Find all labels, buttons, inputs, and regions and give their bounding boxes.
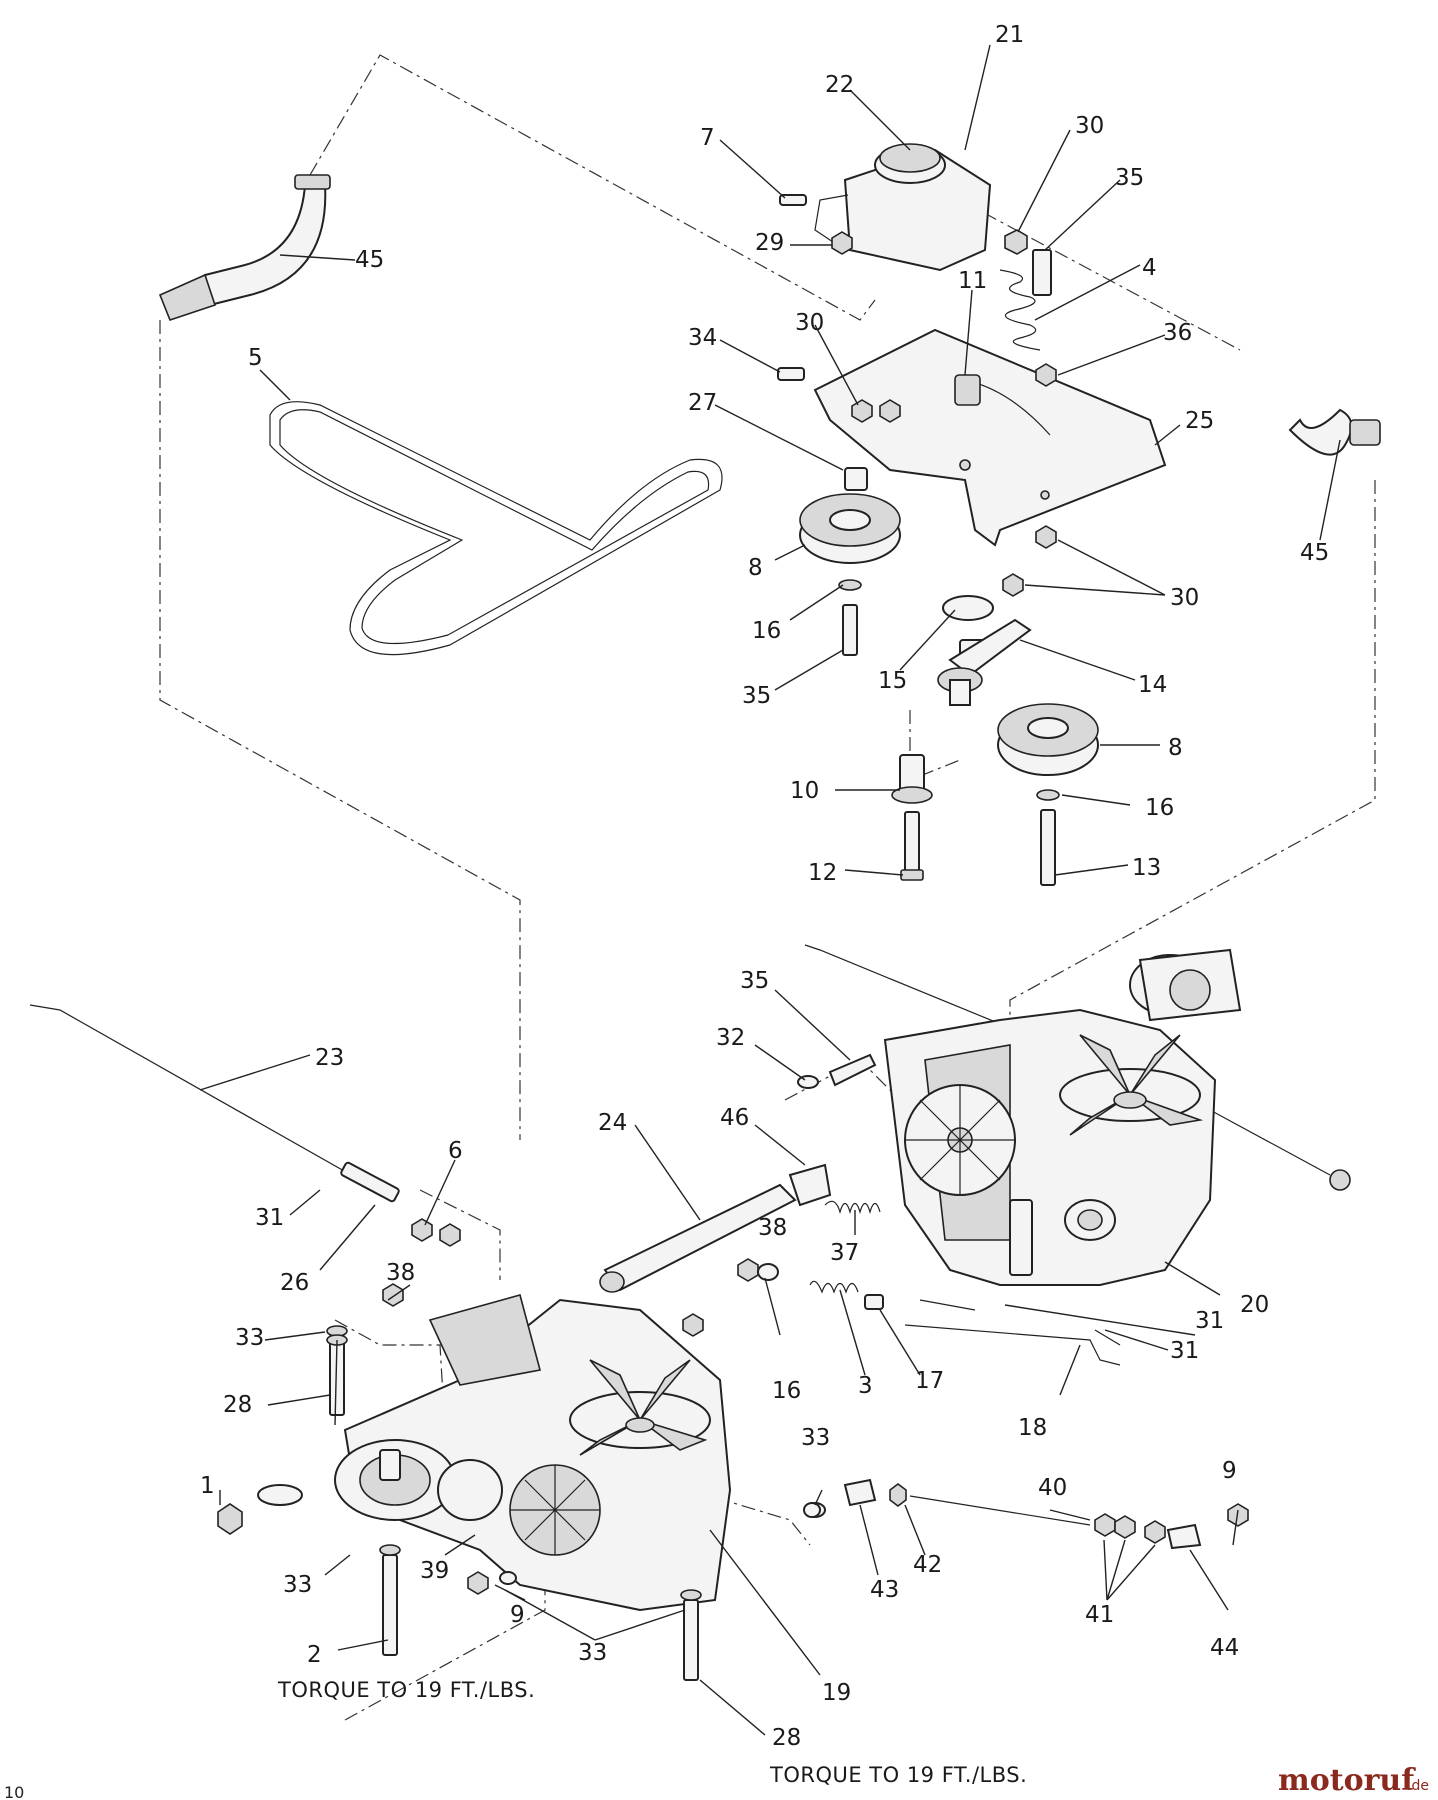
- transaxle-right: [883, 948, 1242, 1286]
- callout-24: 24: [598, 1110, 627, 1136]
- control-rod-left: [29, 1004, 433, 1242]
- bushing-and-bolts: [891, 754, 933, 881]
- callout-42: 42: [913, 1552, 942, 1578]
- callout-labels: 21 22 7 30 35 29 45 11 4 34 30 36 5 27 2…: [200, 22, 1329, 1751]
- callout-22: 22: [825, 72, 854, 98]
- idler-pulley-lower: [997, 703, 1099, 886]
- callout-35: 35: [742, 683, 771, 709]
- callout-12: 12: [808, 860, 837, 886]
- callout-39: 39: [420, 1558, 449, 1584]
- callout-18: 18: [1018, 1415, 1047, 1441]
- callout-32: 32: [716, 1025, 745, 1051]
- callout-31: 31: [1170, 1338, 1199, 1364]
- callout-29: 29: [755, 230, 784, 256]
- callout-19: 19: [822, 1680, 851, 1706]
- callout-38: 38: [758, 1215, 787, 1241]
- callout-33: 33: [235, 1325, 264, 1351]
- logo-main: motoruf: [1278, 1763, 1416, 1798]
- callout-31: 31: [1195, 1308, 1224, 1334]
- page-number: 10: [4, 1783, 24, 1800]
- callout-1: 1: [200, 1473, 215, 1499]
- callout-30: 30: [1075, 113, 1104, 139]
- callout-21: 21: [995, 22, 1024, 48]
- callout-31: 31: [255, 1205, 284, 1231]
- callout-9: 9: [510, 1602, 525, 1628]
- callout-38: 38: [386, 1260, 415, 1286]
- callout-16: 16: [752, 618, 781, 644]
- callout-36: 36: [1163, 320, 1192, 346]
- callout-30: 30: [1170, 585, 1199, 611]
- callout-43: 43: [870, 1577, 899, 1603]
- callout-41: 41: [1085, 1602, 1114, 1628]
- callout-40: 40: [1038, 1475, 1067, 1501]
- callout-33: 33: [283, 1572, 312, 1598]
- callout-7: 7: [700, 125, 715, 151]
- callout-46: 46: [720, 1105, 749, 1131]
- reservoir-tank: [814, 143, 992, 272]
- callout-8: 8: [1168, 735, 1183, 761]
- callout-45: 45: [1300, 540, 1329, 566]
- callout-25: 25: [1185, 408, 1214, 434]
- callout-4: 4: [1142, 255, 1157, 281]
- callout-28: 28: [772, 1725, 801, 1751]
- callout-2: 2: [307, 1642, 322, 1668]
- tie-rod: [804, 1478, 1249, 1550]
- callout-20: 20: [1240, 1292, 1269, 1318]
- torque-note-left: TORQUE TO 19 FT./LBS.: [277, 1678, 535, 1702]
- callout-34: 34: [688, 325, 717, 351]
- idler-pulley-upper: [799, 493, 901, 656]
- callout-5: 5: [248, 345, 263, 371]
- callout-27: 27: [688, 390, 717, 416]
- idler-arm: [937, 595, 1032, 706]
- hose-left: [158, 174, 331, 321]
- leader-lines: [199, 44, 1341, 1736]
- callout-37: 37: [830, 1240, 859, 1266]
- callout-17: 17: [915, 1368, 944, 1394]
- callout-45: 45: [355, 247, 384, 273]
- callout-14: 14: [1138, 672, 1167, 698]
- torque-note-bottom: TORQUE TO 19 FT./LBS.: [769, 1763, 1027, 1787]
- callout-16: 16: [772, 1378, 801, 1404]
- transaxle-left: [217, 1223, 732, 1681]
- callout-44: 44: [1210, 1635, 1239, 1661]
- callout-16: 16: [1145, 795, 1174, 821]
- hose-right: [1288, 408, 1381, 456]
- callout-26: 26: [280, 1270, 309, 1296]
- callout-30: 30: [795, 310, 824, 336]
- springs-mid: [737, 1200, 884, 1310]
- callout-3: 3: [858, 1373, 873, 1399]
- callout-35: 35: [1115, 165, 1144, 191]
- callout-6: 6: [448, 1138, 463, 1164]
- callout-11: 11: [958, 268, 987, 294]
- callout-15: 15: [878, 668, 907, 694]
- callout-13: 13: [1132, 855, 1161, 881]
- link-rod: [904, 1299, 1121, 1366]
- callout-23: 23: [315, 1045, 344, 1071]
- logo: motoruf .de: [1278, 1763, 1429, 1798]
- callout-9: 9: [1222, 1458, 1237, 1484]
- callout-35: 35: [740, 968, 769, 994]
- pivot-shaft: [599, 1163, 832, 1293]
- callout-8: 8: [748, 555, 763, 581]
- callout-33: 33: [801, 1425, 830, 1451]
- callout-28: 28: [223, 1392, 252, 1418]
- callout-33: 33: [578, 1640, 607, 1666]
- tension-spring: [999, 269, 1041, 351]
- logo-tld: .de: [1407, 1778, 1429, 1794]
- callout-10: 10: [790, 778, 819, 804]
- drive-belt: [269, 401, 723, 656]
